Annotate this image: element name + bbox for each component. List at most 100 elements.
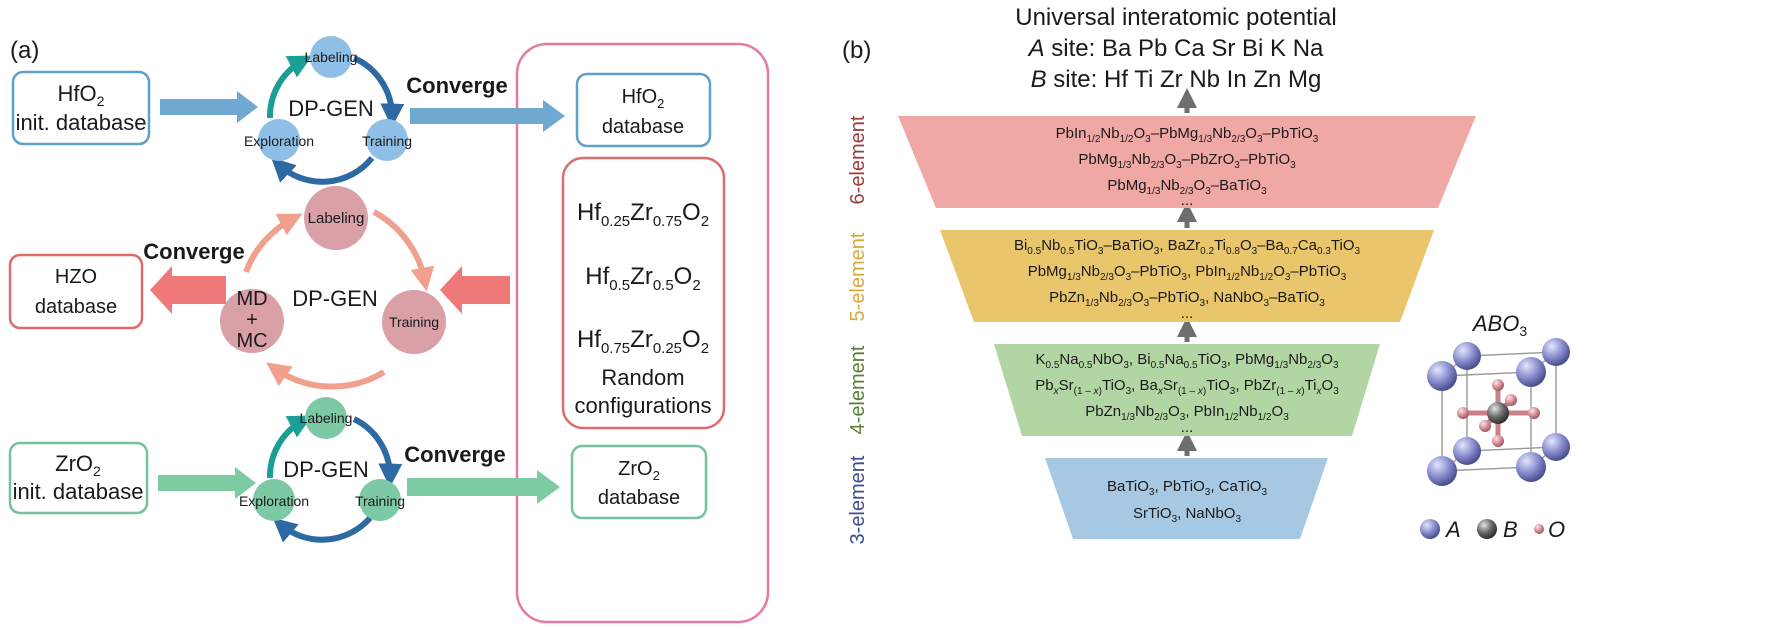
atom-a	[1516, 452, 1546, 482]
zro2-training-label: Training	[355, 493, 405, 509]
zro2-cycle-arrow-exploration-labeling	[266, 415, 313, 479]
abo3-label: ABO3	[1471, 311, 1527, 339]
tier-6-element	[898, 116, 1476, 208]
hfo2-database-box	[575, 72, 712, 148]
tier-4-element	[994, 344, 1380, 436]
hzo-cycle-arrow-training-md	[266, 362, 386, 390]
tier-4-label: 4-element	[847, 345, 869, 434]
configurations-label: configurations	[575, 393, 712, 418]
atom-a	[1427, 361, 1457, 391]
a-site-line: A site: Ba Pb Ca Sr Bi K Na	[1027, 35, 1324, 62]
hfo2-converge-arrow	[410, 100, 565, 132]
zro2-init-database-box	[8, 441, 149, 515]
zro2-db-line1: ZrO2	[618, 458, 660, 483]
zro2-row: ZrO2 init. database Labeling Training Ex…	[8, 397, 708, 543]
atom-o	[1457, 407, 1469, 419]
legend-o-atom	[1534, 524, 1544, 534]
zro2-labeling-label: Labeling	[300, 410, 353, 426]
panel-b-label: (b)	[842, 37, 871, 64]
b-site-line: B site: Hf Ti Zr Nb In Zn Mg	[1031, 66, 1322, 93]
hfo2-init-line2: init. database	[16, 110, 147, 135]
tier-4-formula-2: PbxSr(1 – x)TiO3, BaxSr(1 – x)TiO3, PbZr…	[1035, 377, 1339, 397]
abo3-structure: ABO3	[1427, 311, 1570, 486]
zro2-exploration-node	[253, 479, 295, 521]
hzo-row: Labeling Training MD + MC DP-GEN Converg…	[8, 186, 510, 390]
hzo-md-label: MD	[236, 288, 267, 310]
hzo-training-label: Training	[389, 314, 439, 330]
legend-a-label: A	[1444, 517, 1461, 542]
hfo2-cycle-arrow-labeling-training	[352, 55, 405, 128]
random-label: Random	[601, 365, 684, 390]
zro2-converge-label: Converge	[404, 442, 505, 467]
hzo-database-box	[8, 253, 144, 330]
hzo-db-line2: database	[35, 296, 117, 318]
hfo2-cycle-arrow-exploration-labeling	[266, 55, 313, 119]
zro2-db-line2: database	[598, 487, 680, 509]
config-hf025: Hf0.25Zr0.75O2	[577, 199, 709, 230]
atom-a	[1542, 338, 1570, 366]
hfo2-training-label: Training	[362, 133, 412, 149]
atom-legend: A B O	[1420, 517, 1565, 542]
hfo2-init-database-box	[11, 70, 151, 146]
atom-o	[1528, 407, 1540, 419]
atom-b	[1487, 402, 1509, 424]
tier-3-label: 3-element	[847, 455, 869, 544]
hfo2-exploration-label: Exploration	[244, 133, 314, 149]
zro2-training-node	[359, 479, 401, 521]
hfo2-db-line2: database	[602, 116, 684, 138]
hzo-labeling-label: Labeling	[308, 210, 365, 227]
zro2-labeling-node	[305, 397, 347, 439]
hzo-cycle-arrow-md-labeling	[243, 213, 303, 274]
tier-6-ellipsis: ...	[1181, 192, 1194, 209]
config-hf075: Hf0.75Zr0.25O2	[577, 326, 709, 357]
atom-a	[1542, 433, 1570, 461]
zro2-dpgen-title: DP-GEN	[283, 457, 369, 482]
hzo-labeling-node	[304, 186, 368, 250]
hfo2-labeling-label: Labeling	[305, 49, 358, 65]
database-frame	[515, 42, 770, 624]
atom-o	[1505, 394, 1517, 406]
tier-5-element	[940, 230, 1434, 322]
legend-b-label: B	[1503, 517, 1518, 542]
tier-6-formula-2: PbMg1/3Nb2/3O3–PbZrO3–PbTiO3	[1078, 151, 1296, 171]
hfo2-row: HfO2 init. database Labeling Training Ex…	[11, 36, 712, 185]
hzo-md-mc-node	[220, 289, 284, 353]
hzo-training-node	[382, 290, 446, 354]
zro2-exploration-label: Exploration	[239, 493, 309, 509]
zro2-cycle-arrow-training-exploration	[272, 515, 373, 543]
zro2-input-arrow	[158, 467, 256, 499]
hzo-mc-label: MC	[236, 330, 267, 352]
hzo-dpgen-title: DP-GEN	[292, 286, 378, 311]
legend-a-atom	[1420, 519, 1440, 539]
tier-6-label: 6-element	[847, 115, 869, 204]
hfo2-init-line1: HfO2	[58, 81, 105, 109]
tier-5-ellipsis: ...	[1181, 305, 1194, 322]
hfo2-input-arrow	[160, 91, 258, 123]
panel-a-label: (a)	[10, 37, 39, 64]
atom-a	[1516, 357, 1546, 387]
config-hf05: Hf0.5Zr0.5O2	[585, 263, 700, 294]
legend-o-label: O	[1548, 517, 1565, 542]
tier-3-element	[1045, 458, 1328, 539]
tier-4-formula-1: K0.5Na0.5NbO3, Bi0.5Na0.5TiO3, PbMg1/3Nb…	[1035, 351, 1338, 371]
hfo2-labeling-node	[310, 36, 352, 78]
hfo2-db-line1: HfO2	[622, 86, 665, 111]
random-configurations-group: Hf0.25Zr0.75O2 Hf0.5Zr0.5O2 Hf0.75Zr0.25…	[561, 156, 726, 430]
zro2-init-line1: ZrO2	[55, 451, 101, 479]
zro2-converge-arrow	[407, 470, 560, 504]
atom-o	[1492, 379, 1504, 391]
atom-a	[1427, 456, 1457, 486]
zro2-init-line2: init. database	[13, 479, 144, 504]
tier-3-formula-2: SrTiO3, NaNbO3	[1133, 505, 1242, 525]
potential-title: Universal interatomic potential	[1015, 4, 1336, 31]
hzo-converge-label: Converge	[143, 239, 244, 264]
hzo-converge-arrow	[150, 266, 226, 314]
tier-3-formula-1: BaTiO3, PbTiO3, CaTiO3	[1107, 478, 1268, 498]
atom-a	[1453, 342, 1481, 370]
hzo-plus-label: +	[246, 309, 258, 331]
zro2-database-box	[570, 444, 708, 520]
atom-o	[1479, 420, 1491, 432]
hfo2-exploration-node	[258, 119, 300, 161]
random-configurations-box	[561, 156, 726, 430]
